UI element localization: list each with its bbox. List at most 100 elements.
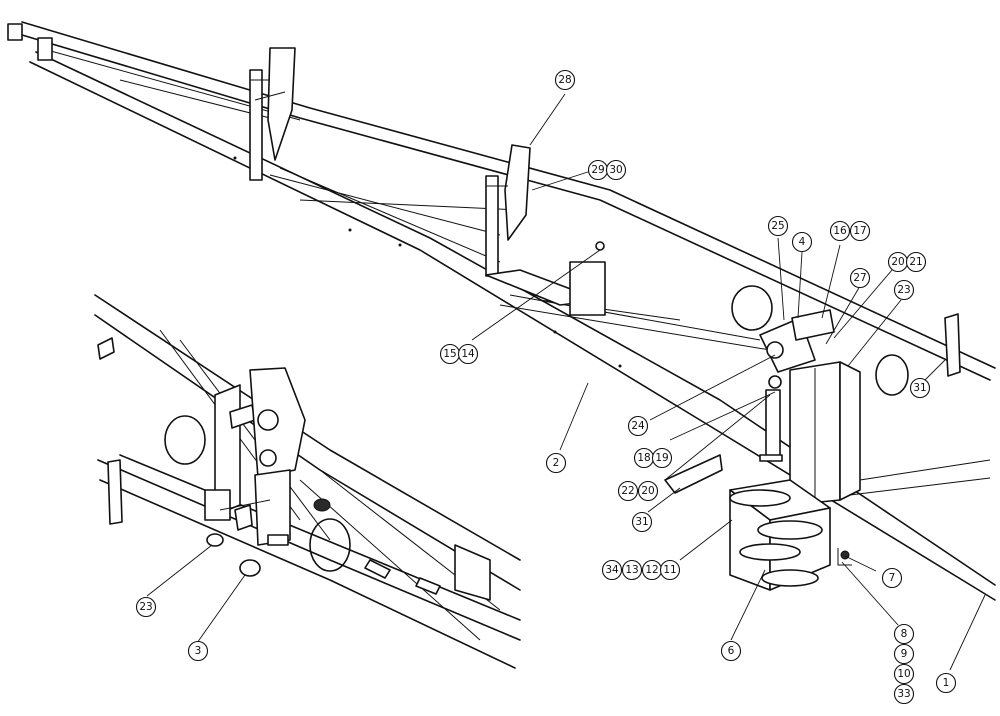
callout-20: 20 [887, 251, 909, 273]
callout-circle [621, 559, 643, 581]
callout-label: 20 [641, 485, 654, 497]
inset-detail [94, 294, 521, 669]
callout-label: 33 [897, 688, 910, 700]
callout-11: 11 [659, 559, 681, 581]
main-boom [7, 21, 996, 601]
callout-label: 10 [897, 668, 910, 680]
callout-circle [187, 640, 209, 662]
callout-1: 1 [935, 672, 957, 694]
callout-circle [627, 415, 649, 437]
callout-circle [893, 279, 915, 301]
callout-circle [849, 220, 871, 242]
callout-22: 22 [617, 480, 639, 502]
callout-circle [605, 159, 627, 181]
callout-circle [601, 559, 623, 581]
callout-2: 2 [545, 452, 567, 474]
callout-label: 14 [461, 348, 475, 360]
callout-label: 12 [645, 564, 658, 576]
callout-label: 24 [631, 420, 645, 432]
callout-label: 21 [909, 256, 922, 268]
callout-label: 8 [901, 628, 908, 640]
callout-circle [905, 251, 927, 273]
callout-circle [637, 480, 659, 502]
callout-circle [617, 480, 639, 502]
callout-31: 31 [909, 377, 931, 399]
leader-lines [146, 93, 986, 671]
callout-9: 9 [893, 643, 915, 665]
callout-circle [554, 69, 576, 91]
callout-label: 22 [621, 485, 634, 497]
callout-circle [457, 343, 479, 365]
callout-circle [631, 511, 653, 533]
callout-label: 27 [853, 272, 866, 284]
callout-16: 16 [829, 220, 851, 242]
callout-12: 12 [641, 559, 663, 581]
callout-6: 6 [720, 640, 742, 662]
callout-circle [893, 663, 915, 685]
callout-label: 9 [901, 648, 908, 660]
callout-7: 7 [881, 567, 903, 589]
callout-label: 20 [891, 256, 904, 268]
callout-label: 13 [625, 564, 638, 576]
callout-circle [791, 231, 813, 253]
callout-circle [651, 447, 673, 469]
hinge-assembly [664, 285, 961, 506]
callout-10: 10 [893, 663, 915, 685]
callout-circle [909, 377, 931, 399]
callout-label: 23 [897, 284, 910, 296]
callout-23: 23 [135, 596, 157, 618]
callout-21: 21 [905, 251, 927, 273]
callout-circle [829, 220, 851, 242]
callout-circle [893, 623, 915, 645]
cradle-support [569, 241, 606, 316]
callout-label: 3 [195, 645, 202, 657]
callout-label: 15 [443, 348, 456, 360]
callout-28: 28 [554, 69, 576, 91]
upright-bracket-left [249, 47, 296, 181]
callout-circle [893, 643, 915, 665]
callout-18: 18 [633, 447, 655, 469]
callout-24: 24 [627, 415, 649, 437]
callout-31: 31 [631, 511, 653, 533]
callout-label: 28 [558, 74, 571, 86]
callout-circle [659, 559, 681, 581]
callout-circle [720, 640, 742, 662]
callout-label: 34 [605, 564, 619, 576]
callout-label: 7 [889, 572, 896, 584]
roller-bracket [729, 479, 852, 591]
callout-23: 23 [893, 279, 915, 301]
callout-label: 18 [637, 452, 650, 464]
callout-4: 4 [791, 231, 813, 253]
callout-label: 19 [655, 452, 668, 464]
callout-30: 30 [605, 159, 627, 181]
callout-label: 31 [913, 382, 926, 394]
callout-17: 17 [849, 220, 871, 242]
callout-circle [893, 683, 915, 705]
callout-20: 20 [637, 480, 659, 502]
callout-29: 29 [587, 159, 609, 181]
callout-13: 13 [621, 559, 643, 581]
callout-label: 4 [799, 236, 806, 248]
callout-circle [849, 267, 871, 289]
callout-circle [935, 672, 957, 694]
callout-circle [767, 215, 789, 237]
callout-label: 29 [591, 164, 604, 176]
callout-label: 16 [833, 225, 847, 237]
callout-circle [881, 567, 903, 589]
callout-27: 27 [849, 267, 871, 289]
callout-label: 1 [943, 677, 950, 689]
callout-14: 14 [457, 343, 479, 365]
callout-label: 2 [553, 457, 560, 469]
callout-circle [135, 596, 157, 618]
callout-label: 6 [728, 645, 735, 657]
callout-19: 19 [651, 447, 673, 469]
callout-33: 33 [893, 683, 915, 705]
callout-label: 17 [853, 225, 866, 237]
callout-label: 23 [139, 601, 152, 613]
callout-8: 8 [893, 623, 915, 645]
callout-3: 3 [187, 640, 209, 662]
callout-label: 30 [609, 164, 622, 176]
callout-34: 34 [601, 559, 623, 581]
